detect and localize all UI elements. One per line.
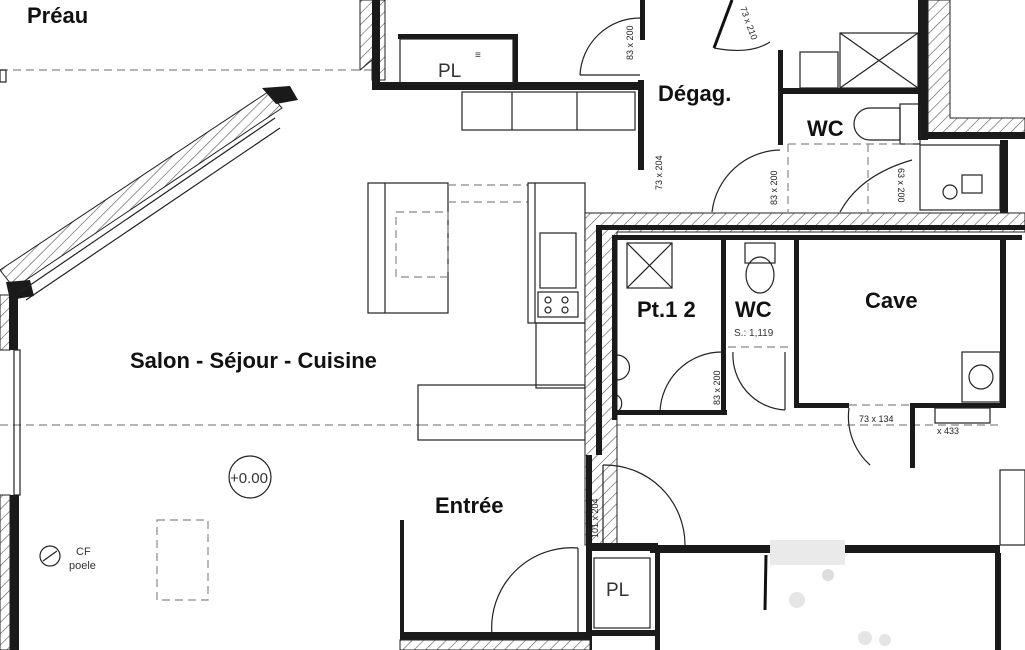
room-label-pl-bottom: PL <box>606 580 629 601</box>
door-dimension: 73 x 204 <box>654 155 664 190</box>
room-label-pt12: Pt.1 2 <box>637 297 696 322</box>
pl-top-box <box>399 38 514 85</box>
wall <box>9 295 18 350</box>
room-label-wc-top: WC <box>807 116 844 141</box>
shower-icon <box>626 242 673 289</box>
oven-icon <box>539 232 577 289</box>
poele-label: poele <box>69 560 96 572</box>
door-dimension: 83 x 200 <box>625 25 635 60</box>
water-heater-icon <box>968 364 994 390</box>
door-dimension: 83 x 200 <box>712 370 722 405</box>
wc-surface: S.: 1,119 <box>734 328 774 339</box>
room-label-preau: Préau <box>27 3 88 28</box>
diagonal-wall <box>0 91 283 289</box>
kitchen-island <box>367 182 449 314</box>
wall <box>10 495 19 650</box>
wall <box>262 86 298 104</box>
room-label-cave: Cave <box>865 288 918 313</box>
svg-text:≡: ≡ <box>475 50 481 61</box>
door-dimension: 73 x 134 <box>859 414 894 424</box>
cooktop-icon <box>537 291 579 318</box>
cf-label: CF <box>76 546 91 558</box>
toilet-icon <box>853 107 901 141</box>
wall <box>372 0 380 90</box>
door-dimension: 83 x 200 <box>769 170 779 205</box>
door-dimension: x 433 <box>937 426 959 436</box>
wall <box>372 82 642 90</box>
room-label-salon: Salon - Séjour - Cuisine <box>130 348 377 373</box>
room-label-degag: Dégag. <box>658 81 731 106</box>
flue-icon <box>39 545 61 567</box>
room-label-pl-top: PL <box>438 61 461 82</box>
door-dimension: 73 x 210 <box>738 5 759 41</box>
room-label-wc-mid: WC <box>735 297 772 322</box>
toilet-icon <box>745 256 775 294</box>
marker <box>0 69 7 83</box>
pl-bottom-box <box>593 557 651 629</box>
door-dimension: 101 x 204 <box>590 498 600 538</box>
room-label-entree: Entrée <box>435 493 503 518</box>
level-label: +0.00 <box>230 470 268 487</box>
kitchen-counter-l <box>417 384 586 441</box>
door-dimension: 63 x 200 <box>896 168 906 203</box>
level-marker <box>228 455 272 499</box>
kitchen-counter <box>461 91 636 131</box>
